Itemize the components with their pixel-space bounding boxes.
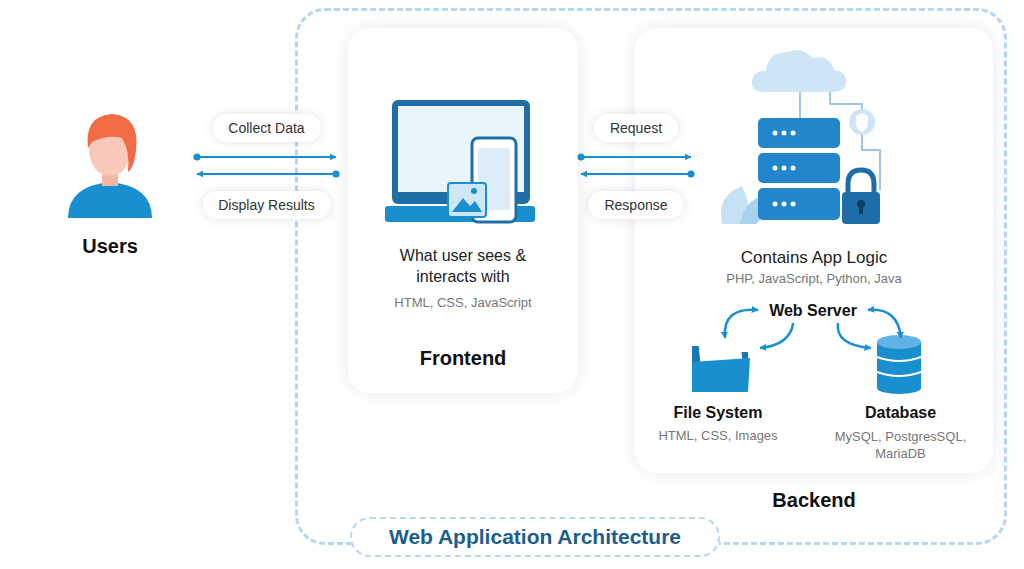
group-title: Web Application Architecture <box>350 517 720 557</box>
node-heading: Web Server <box>758 301 868 321</box>
flow-arrow <box>838 323 871 348</box>
user-icon <box>68 114 152 218</box>
flow-arrow <box>581 156 691 158</box>
node-description: Contains App Logic <box>635 247 993 268</box>
edge-label: Display Results <box>202 191 330 219</box>
node-description: What user sees & interacts with <box>383 245 543 287</box>
backend-card: Web ServerFile SystemHTML, CSS, ImagesDa… <box>635 28 993 473</box>
server-illustration <box>721 50 880 224</box>
frontend-card: What user sees & interacts withHTML, CSS… <box>348 28 578 393</box>
file-system-node: File SystemHTML, CSS, Images <box>643 338 793 453</box>
flow-arrow <box>581 173 691 175</box>
database-node: DatabaseMySQL, PostgresSQL, MariaDB <box>818 338 983 468</box>
flow-arrow <box>868 310 901 338</box>
edge-label: Collect Data <box>212 114 320 142</box>
node-heading: Backend <box>635 488 993 513</box>
flow-arrow <box>197 156 336 158</box>
monitor-illustration <box>385 100 535 222</box>
tech-list: HTML, CSS, JavaScript <box>348 295 578 311</box>
flow-arrow <box>725 310 758 338</box>
web-server-node: Web Server <box>758 298 868 323</box>
node-heading: Users <box>60 234 160 259</box>
user-node: Users <box>60 110 160 262</box>
flow-arrow <box>760 323 793 348</box>
architecture-group: What user sees & interacts withHTML, CSS… <box>295 8 1007 545</box>
database-icon <box>877 335 921 394</box>
node-heading: File System <box>643 403 793 423</box>
tech-list: PHP, JavaScript, Python, Java <box>635 271 993 287</box>
tech-list: MySQL, PostgresSQL, MariaDB <box>818 428 983 462</box>
tech-list: HTML, CSS, Images <box>643 428 793 444</box>
folder-icon <box>692 341 750 392</box>
node-heading: Database <box>818 403 983 423</box>
node-heading: Frontend <box>348 346 578 371</box>
flow-arrow <box>197 173 336 175</box>
